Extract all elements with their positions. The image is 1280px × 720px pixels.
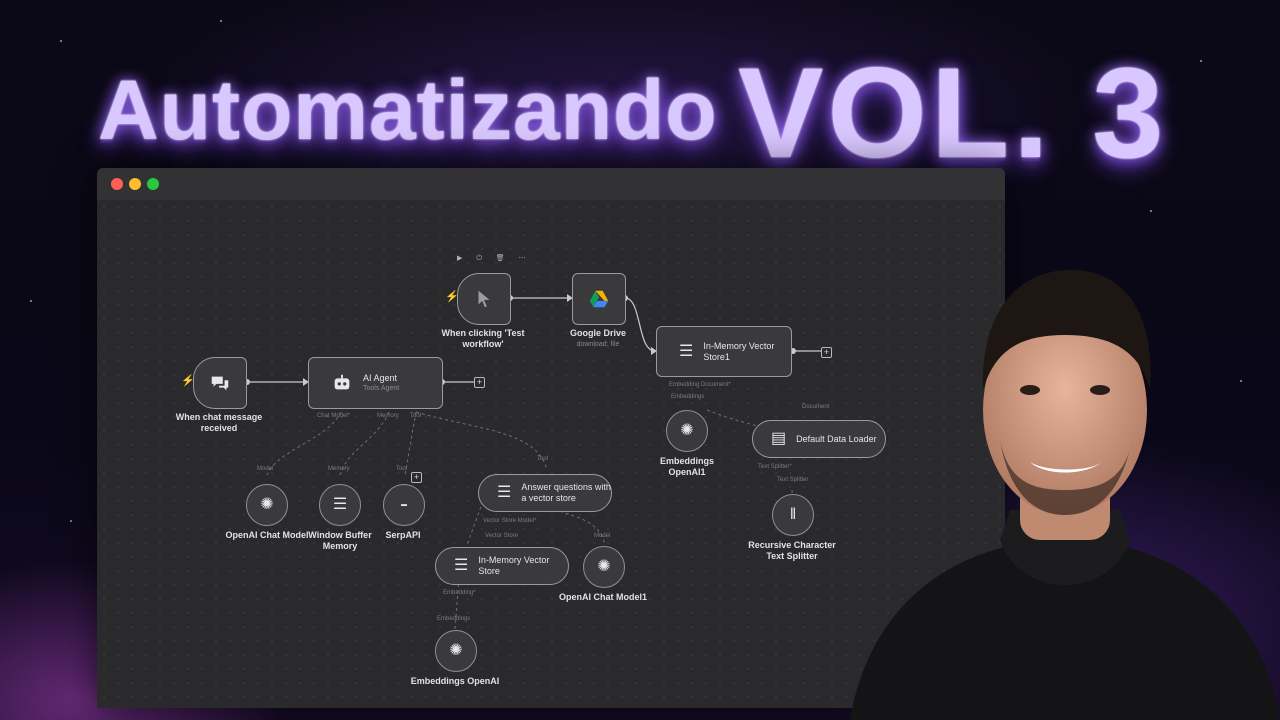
- port-model2: Model: [594, 533, 611, 539]
- node-serpapi-label: SerpAPI: [385, 530, 421, 540]
- add-tool-button[interactable]: +: [411, 472, 422, 483]
- openai-icon: ✺: [260, 496, 274, 513]
- serpapi-icon: ▬: [401, 502, 407, 508]
- presenter-photo: [850, 270, 1280, 720]
- robot-icon: [334, 374, 350, 390]
- port-vector-store: Vector Store: [485, 533, 519, 539]
- openai-icon: ✺: [680, 422, 694, 439]
- edge-agent-answer: [415, 411, 548, 471]
- port-embedding-document: Embedding Document*: [669, 382, 731, 388]
- star: [1240, 380, 1242, 382]
- node-inmemory-vector-store1[interactable]: ☰ In-Memory Vector Store1: [656, 326, 792, 377]
- port-chat-model: Chat Model*: [317, 413, 351, 419]
- star: [1150, 210, 1152, 212]
- ai-agent-title: AI Agent: [363, 372, 398, 383]
- workflow-canvas[interactable]: ▶ ⏻ 🗑 ⋯ ⚡ When chat message received AI …: [97, 200, 1005, 708]
- node-serpapi[interactable]: ▬: [383, 484, 425, 526]
- star: [60, 40, 62, 42]
- openai-icon: ✺: [597, 558, 611, 575]
- database-icon: ☰: [454, 557, 469, 574]
- minimize-button[interactable]: [129, 178, 141, 190]
- database-icon: ☰: [332, 496, 348, 513]
- node-answer-questions[interactable]: ☰ Answer questions with a vector store: [478, 474, 612, 512]
- node-text-splitter-label: Recursive Character Text Splitter: [748, 540, 836, 561]
- node-ai-agent[interactable]: AI Agent Tools Agent: [308, 357, 443, 409]
- add-node-button[interactable]: +: [474, 377, 485, 388]
- port-embeddings: Embeddings: [437, 616, 471, 622]
- edge-answer-store: [466, 489, 488, 546]
- window-titlebar: [97, 168, 1005, 200]
- openai-icon: ✺: [449, 642, 463, 659]
- edge-agent-memory: [339, 411, 390, 476]
- node-default-data-loader[interactable]: ▤ Default Data Loader: [752, 420, 886, 458]
- node-window-buffer-memory-label: Window Buffer Memory: [308, 530, 372, 551]
- database-icon: ☰: [679, 342, 694, 360]
- node-embeddings-openai[interactable]: ✺: [435, 630, 477, 672]
- edge-store-embeddings: [454, 577, 460, 631]
- node-embeddings-openai-label: Embeddings OpenAI: [410, 676, 500, 686]
- port-embeddings2: Embeddings: [671, 394, 705, 400]
- headline-right: VOL. 3: [738, 42, 1168, 185]
- star: [30, 300, 32, 302]
- google-drive-icon: [589, 290, 609, 308]
- port-embedding: Embedding*: [443, 590, 476, 596]
- add-node-button-2[interactable]: +: [821, 347, 832, 358]
- splitter-icon: ‖: [789, 506, 797, 523]
- chat-icon: [211, 376, 229, 391]
- node-openai-chat-model1-label: OpenAI Chat Model1: [558, 592, 647, 602]
- node-manual-trigger[interactable]: [457, 273, 511, 325]
- node-chat-trigger[interactable]: [193, 357, 247, 409]
- cursor-icon: [478, 290, 490, 308]
- node-inmemory-vector-store[interactable]: ☰ In-Memory Vector Store: [435, 547, 569, 585]
- port-tool-label: Tool: [396, 466, 408, 472]
- node-openai-chat-model[interactable]: ✺: [246, 484, 288, 526]
- inmemory-store-title: In-Memory Vector Store: [478, 555, 550, 576]
- answer-questions-title: Answer questions with a vector store: [521, 482, 611, 503]
- node-toolbar[interactable]: ▶ ⏻ 🗑 ⋯: [457, 255, 532, 262]
- port-vector-store-model: Vector Store Model*: [483, 518, 537, 524]
- star: [220, 20, 222, 22]
- trigger-bolt-icon: ⚡: [445, 291, 459, 303]
- database-icon: ☰: [497, 484, 512, 501]
- port-text-splitter: Text Splitter*: [758, 464, 792, 470]
- inmemory-store1-title: In-Memory Vector Store1: [703, 340, 775, 362]
- node-text-splitter[interactable]: ‖: [772, 494, 814, 536]
- port-memory-label: Memory: [328, 466, 350, 472]
- trigger-bolt-icon: ⚡: [181, 375, 195, 387]
- close-button[interactable]: [111, 178, 123, 190]
- node-embeddings-openai1-label: Embeddings OpenAI1: [659, 456, 714, 477]
- node-google-drive[interactable]: [572, 273, 626, 325]
- ai-agent-subtitle: Tools Agent: [363, 384, 400, 392]
- port-tool: Tool: [410, 413, 422, 419]
- edge-answer-model: [516, 489, 606, 546]
- port-model-label: Model: [257, 466, 274, 472]
- document-icon: ▤: [771, 430, 787, 447]
- port-text-splitter2: Text Splitter: [777, 477, 809, 483]
- headline-left: Automatizando: [98, 63, 718, 157]
- edge-drive-to-store: [624, 297, 656, 352]
- node-openai-chat-model-label: OpenAI Chat Model: [225, 530, 309, 540]
- node-window-buffer-memory[interactable]: ☰: [319, 484, 361, 526]
- node-manual-trigger-label: When clicking 'Test workflow': [441, 328, 525, 349]
- star: [70, 520, 72, 522]
- node-openai-chat-model1[interactable]: ✺: [583, 546, 625, 588]
- node-google-drive-subtitle: download: file: [576, 341, 620, 348]
- edge-agent-tool: [404, 411, 417, 476]
- port-document: Document: [802, 404, 830, 410]
- node-chat-trigger-label: When chat message received: [175, 412, 263, 433]
- port-tool2: Tool: [537, 456, 549, 462]
- app-window: ▶ ⏻ 🗑 ⋯ ⚡ When chat message received AI …: [97, 168, 1005, 708]
- maximize-button[interactable]: [147, 178, 159, 190]
- node-google-drive-label: Google Drive: [569, 328, 626, 338]
- star: [1200, 60, 1202, 62]
- port-memory: Memory: [377, 413, 399, 419]
- node-embeddings-openai1[interactable]: ✺: [666, 410, 708, 452]
- default-loader-title: Default Data Loader: [796, 433, 877, 444]
